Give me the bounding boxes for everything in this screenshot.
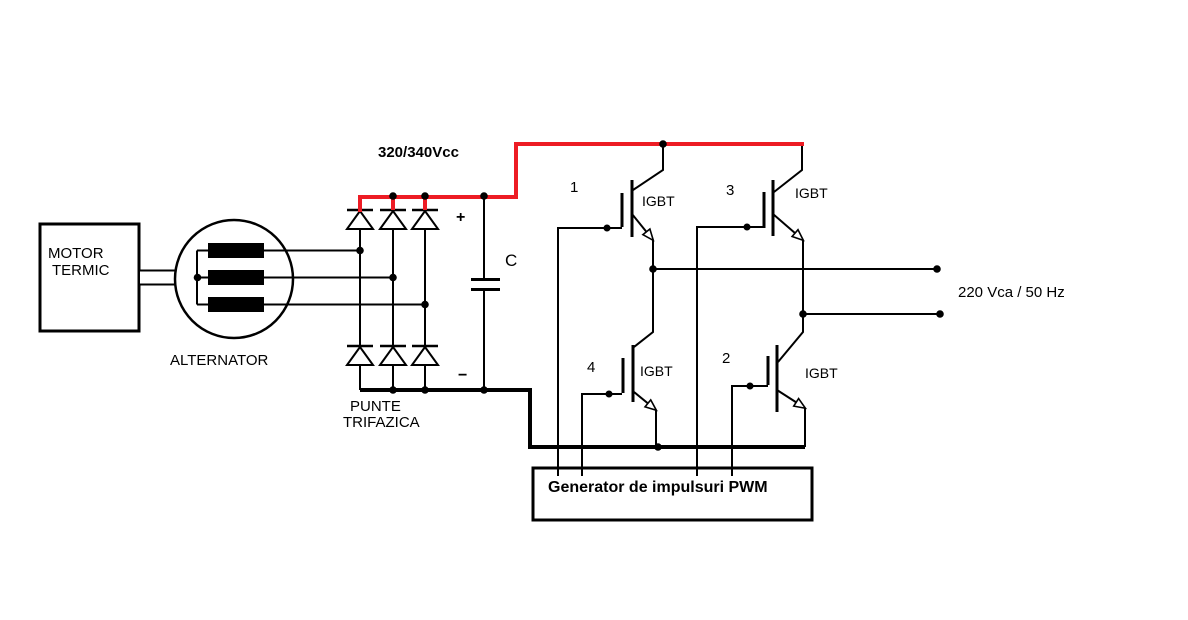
dc-link-capacitor: + C − (456, 197, 517, 390)
igbt-leg-right: 3 IGBT 2 IGBT (722, 146, 838, 447)
igbt4-gate-dot (605, 390, 613, 398)
dc-bus-negative-wire (360, 388, 805, 449)
phase-wires (264, 249, 425, 306)
rectifier-label-line2: TRIFAZICA (343, 414, 420, 431)
igbt2-number: 2 (722, 350, 730, 367)
output1-terminal-dot (933, 265, 941, 273)
rectifier-label-line1: PUNTE (350, 398, 401, 415)
output2-junction-dot (799, 310, 807, 318)
igbt4-emitter-arrow (633, 391, 656, 410)
igbt4-label: IGBT (640, 363, 673, 379)
igbt4-number: 4 (587, 359, 595, 376)
winding-1 (208, 243, 264, 258)
gate-wires (557, 226, 768, 476)
igbt-leg-left: 1 IGBT 4 IGBT (570, 146, 675, 447)
pwm-label: Generator de impulsuri PWM (548, 479, 768, 496)
igbt2-gate-dot (746, 382, 754, 390)
lower-diodes (345, 344, 440, 366)
igbt1-gate-dot (603, 224, 611, 232)
output-label: 220 Vca / 50 Hz (958, 284, 1065, 301)
motor-label-line1: MOTOR (48, 245, 104, 262)
igbt3-emitter-arrow (772, 213, 803, 240)
dc-bus-junction-dot (421, 192, 429, 200)
negative-bus-junction-dot (421, 386, 429, 394)
upper-diodes (345, 208, 440, 230)
star-point-dot (193, 273, 202, 282)
igbt4-gate-wire (581, 393, 622, 476)
diode-triangle (410, 209, 440, 230)
igbt1-emitter-arrow (631, 213, 653, 240)
motor-label-line2: TERMIC (52, 262, 110, 279)
dc-bus-positive-wire (358, 142, 804, 212)
ac-output: 220 Vca / 50 Hz (649, 265, 1065, 318)
motor-box (38, 222, 141, 333)
igbt1-gate-wire (557, 227, 622, 476)
igbt4-collector-wire (633, 269, 654, 348)
igbt3-number: 3 (726, 182, 734, 199)
capacitor-label: C (505, 251, 517, 270)
igbt3-label: IGBT (795, 185, 828, 201)
igbt1-collector-wire (632, 146, 664, 191)
negative-bus-junction-dot (389, 386, 397, 394)
winding-3 (208, 297, 264, 312)
capacitor-bottom-junction-dot (480, 386, 488, 394)
plus-sign: + (456, 209, 465, 226)
igbt2-emitter-arrow (776, 389, 805, 408)
diode-triangle (378, 209, 408, 230)
igbt1-label: IGBT (642, 193, 675, 209)
minus-sign: − (458, 367, 467, 384)
igbt2-collector-wire (777, 314, 804, 363)
igbt1-collector-junction-dot (659, 140, 667, 148)
igbt3-gate-wire (696, 226, 764, 476)
igbt3-collector-wire (773, 146, 803, 193)
pwm-generator-block: Generator de impulsuri PWM (531, 466, 814, 522)
alternator-label: ALTERNATOR (170, 352, 269, 369)
diode-triangle (345, 345, 375, 366)
igbt1-number: 1 (570, 179, 578, 196)
diode-triangle (345, 209, 375, 230)
igbt3-gate-dot (743, 223, 751, 231)
winding-2 (208, 270, 264, 285)
rectifier-bridge: PUNTE TRIFAZICA (343, 208, 440, 431)
diode-triangle (410, 345, 440, 366)
dc-bus-junction-dot (389, 192, 397, 200)
diode-triangle (378, 345, 408, 366)
output1-junction-dot (649, 265, 657, 273)
igbt2-label: IGBT (805, 365, 838, 381)
pwm-box (531, 466, 814, 522)
alternator-block: ALTERNATOR (170, 218, 295, 369)
motor-termic-block: MOTOR TERMIC (38, 222, 141, 333)
output2-terminal-dot (936, 310, 944, 318)
dc-bus-positive: 320/340Vcc (358, 142, 804, 212)
shaft (138, 269, 179, 286)
dc-voltage-label: 320/340Vcc (378, 144, 459, 161)
capacitor-top-junction-dot (480, 192, 488, 200)
igbt2-gate-wire (731, 385, 768, 476)
